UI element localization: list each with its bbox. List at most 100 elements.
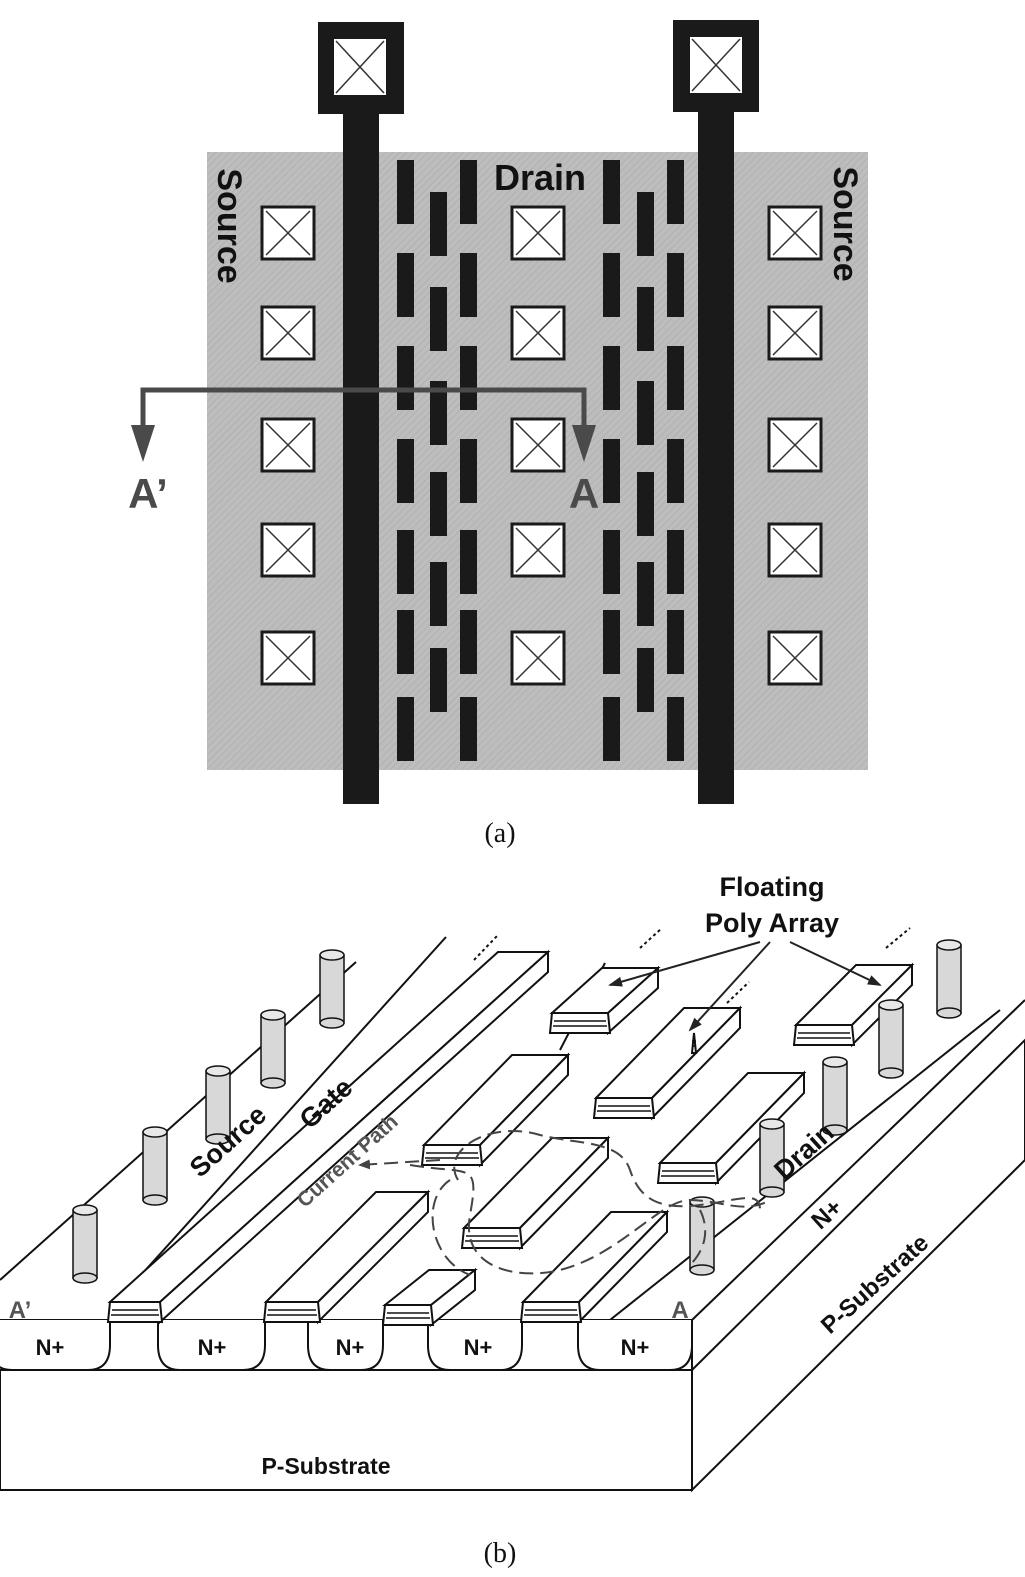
- n-plus-wells: [0, 1320, 693, 1371]
- n-plus-label: N+: [336, 1335, 365, 1360]
- poly-dash: [637, 287, 654, 351]
- n-plus-well: [427, 1320, 523, 1371]
- contact-square: [260, 522, 316, 578]
- via-cylinder: [319, 949, 345, 1029]
- drain-label: Drain: [494, 157, 586, 198]
- poly-dash: [430, 192, 447, 256]
- poly-dash: [667, 253, 684, 317]
- gate-bus-right: [673, 20, 759, 804]
- edge-right-label: A: [671, 1297, 688, 1324]
- n-plus-well: [577, 1320, 693, 1371]
- contact-square: [510, 522, 566, 578]
- n-plus-label: N+: [36, 1335, 65, 1360]
- floating-poly-label-line2: Poly Array: [705, 908, 839, 938]
- poly-bar: [460, 1135, 611, 1251]
- poly-dash: [430, 381, 447, 445]
- poly-dash: [430, 648, 447, 712]
- poly-dash: [637, 648, 654, 712]
- poly-dash: [667, 160, 684, 224]
- poly-bar: [381, 1267, 478, 1328]
- poly-dash: [460, 253, 477, 317]
- source-right-label: Source: [826, 166, 864, 281]
- n-plus-label: N+: [198, 1335, 227, 1360]
- poly-dash: [460, 346, 477, 410]
- contact-square: [767, 205, 823, 261]
- poly-dash: [397, 530, 414, 594]
- via-cylinder: [72, 1204, 98, 1284]
- contact-square: [767, 630, 823, 686]
- n-plus-well: [307, 1320, 384, 1371]
- poly-dash: [603, 439, 620, 503]
- poly-bars: [106, 949, 915, 1328]
- poly-dash: [603, 253, 620, 317]
- poly-bar: [592, 1005, 743, 1121]
- poly-dash: [603, 346, 620, 410]
- poly-dash: [603, 530, 620, 594]
- poly-bar: [262, 1189, 431, 1325]
- poly-dash: [397, 697, 414, 761]
- via-cylinder: [689, 1196, 715, 1276]
- poly-dash: [460, 697, 477, 761]
- p-substrate-front-label: P-Substrate: [261, 1453, 390, 1479]
- current-path: [358, 1130, 771, 1276]
- panel-b-cross-section: [0, 927, 1025, 1493]
- poly-dash: [667, 439, 684, 503]
- edge-left-label: A’: [9, 1297, 32, 1324]
- n-plus-well: [157, 1320, 266, 1371]
- poly-dash: [637, 381, 654, 445]
- poly-dash: [430, 472, 447, 536]
- poly-dash: [667, 697, 684, 761]
- gate-bus-left: [318, 22, 404, 804]
- contact-square: [510, 630, 566, 686]
- poly-dash: [637, 472, 654, 536]
- poly-dash: [603, 697, 620, 761]
- poly-dash: [430, 562, 447, 626]
- poly-dash: [397, 439, 414, 503]
- floating-poly-arrows: [608, 941, 882, 1032]
- n-plus-labels: N+ N+ N+ N+ N+: [36, 1335, 650, 1360]
- contact-square: [260, 205, 316, 261]
- poly-dash: [603, 610, 620, 674]
- poly-dash: [460, 530, 477, 594]
- poly-dash: [397, 610, 414, 674]
- poly-dash: [667, 346, 684, 410]
- n-plus-label: N+: [464, 1335, 493, 1360]
- contact-square: [510, 305, 566, 361]
- poly-bar: [420, 1052, 571, 1168]
- poly-dash: [460, 610, 477, 674]
- section-end-left-label: A’: [128, 470, 168, 517]
- section-end-right-label: A: [569, 470, 599, 517]
- n-plus-well: [0, 1320, 111, 1371]
- via-cylinder: [759, 1118, 785, 1198]
- via-cylinders: [72, 939, 962, 1284]
- floating-poly-label-line1: Floating: [720, 872, 825, 902]
- poly-dash: [397, 160, 414, 224]
- source-left-label: Source: [210, 168, 248, 283]
- poly-dash: [397, 253, 414, 317]
- poly-bar: [690, 1032, 698, 1054]
- poly-dash: [397, 346, 414, 410]
- contact-square: [260, 305, 316, 361]
- n-plus-label: N+: [621, 1335, 650, 1360]
- caption-b: (b): [484, 1538, 517, 1569]
- poly-bar: [548, 965, 661, 1036]
- poly-dash: [603, 160, 620, 224]
- substrate-side-face: [691, 1038, 1025, 1493]
- poly-dash: [637, 562, 654, 626]
- caption-a: (a): [484, 818, 515, 849]
- contact-square: [510, 205, 566, 261]
- poly-dash: [637, 192, 654, 256]
- contact-array: [260, 205, 823, 686]
- panel-a-layout: Drain Source Source A’ A (a): [128, 20, 868, 849]
- poly-dash: [460, 439, 477, 503]
- via-cylinder: [142, 1126, 168, 1206]
- contact-square: [767, 417, 823, 473]
- via-cylinder: [205, 1065, 231, 1145]
- contact-square: [767, 305, 823, 361]
- via-cylinder: [878, 999, 904, 1079]
- section-line: [131, 387, 596, 462]
- poly-dash: [667, 610, 684, 674]
- via-cylinder: [936, 939, 962, 1019]
- contact-square: [767, 522, 823, 578]
